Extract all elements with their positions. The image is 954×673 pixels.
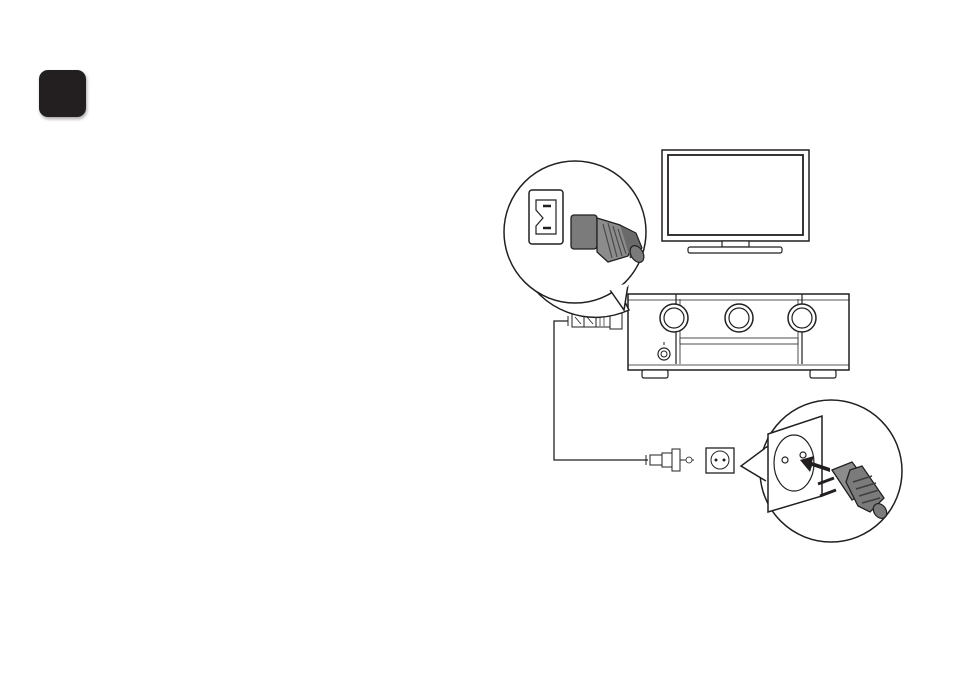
ac-inlet-icon	[528, 189, 564, 245]
step-badge	[39, 70, 86, 117]
tv-icon	[661, 149, 810, 254]
iec-plug-icon	[570, 214, 645, 263]
insert-arrow-icon	[800, 456, 830, 472]
inlet-callout	[503, 160, 647, 319]
mains-plug-small-icon	[645, 448, 694, 472]
schuko-outlet-icon	[767, 414, 823, 514]
mains-plug-icon	[817, 461, 888, 520]
power-cord	[553, 320, 648, 461]
outlet-callout	[739, 399, 903, 543]
wall-outlet-small-icon	[705, 447, 735, 474]
av-receiver-icon	[627, 293, 850, 379]
